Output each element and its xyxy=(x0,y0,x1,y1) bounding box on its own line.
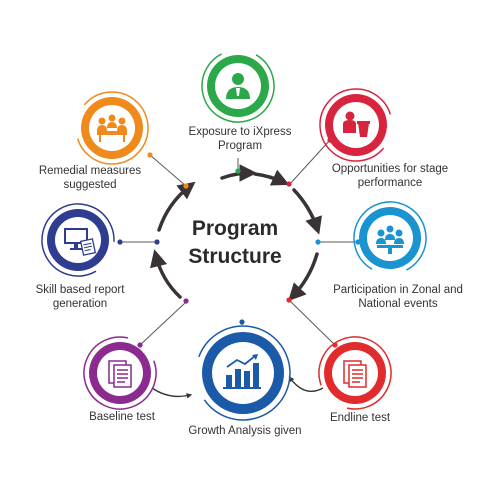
cycle-arrow-5 xyxy=(150,249,182,299)
cycle-arrow-6 xyxy=(157,181,196,232)
label-endline-test: Endline test xyxy=(329,412,391,424)
node-endline-test xyxy=(318,336,392,410)
monitor-report-icon xyxy=(64,228,97,256)
connector-dots xyxy=(117,137,361,348)
document-icon xyxy=(108,360,132,388)
node-skill-report xyxy=(41,203,115,277)
node-stage-performance xyxy=(319,88,393,162)
label-participation: Participation in Zonal and National even… xyxy=(333,284,463,310)
cycle-arrow-1 xyxy=(220,164,257,182)
node-participation xyxy=(353,201,427,275)
baseline-to-growth-arrow xyxy=(151,387,193,399)
cycle-arrows xyxy=(150,164,322,302)
cycle-arrow-4 xyxy=(288,252,319,302)
label-baseline-test: Baseline test xyxy=(89,411,155,423)
team-meeting-icon xyxy=(376,225,404,254)
cycle-arrow-2 xyxy=(253,169,290,186)
node-exposure xyxy=(201,49,275,123)
label-exposure: Exposure to iXpress Program xyxy=(188,126,292,152)
label-stage-performance: Opportunities for stage performance xyxy=(331,163,449,189)
cycle-arrow-3 xyxy=(292,188,322,235)
center-title-line2: Structure xyxy=(188,245,282,268)
node-baseline-test xyxy=(83,336,157,410)
center-title: Program Structure xyxy=(150,215,320,271)
connectors xyxy=(120,139,358,346)
group-discussion-icon xyxy=(97,114,127,142)
bar-chart-icon xyxy=(223,354,261,389)
label-skill-report: Skill based report generation xyxy=(35,284,125,310)
presenter-icon xyxy=(226,73,250,99)
label-growth-analysis: Growth Analysis given xyxy=(188,425,302,437)
node-growth-analysis xyxy=(195,325,291,421)
document-icon xyxy=(343,360,367,388)
speaker-podium-icon xyxy=(343,111,370,137)
node-remedial-measures xyxy=(75,91,149,165)
center-title-line1: Program xyxy=(191,217,279,240)
endline-to-growth-arrow xyxy=(288,376,324,392)
label-remedial-measures: Remedial measures suggested xyxy=(38,165,142,191)
